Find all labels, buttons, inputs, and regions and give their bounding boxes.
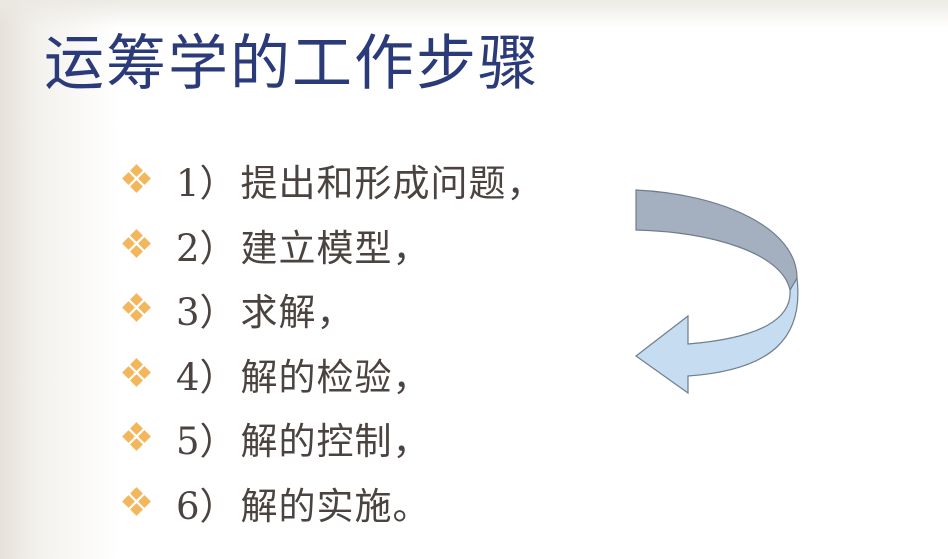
step-number: 1） [176,162,237,206]
step-number: 3） [176,291,237,335]
diamond-bullet-icon [120,486,154,520]
step-text: 解的实施。 [240,484,431,528]
step-text: 解的控制， [240,420,431,464]
step-number: 5） [176,420,237,464]
list-item: 4） 解的检验， [120,342,545,407]
diamond-bullet-icon [120,292,154,326]
step-text: 解的检验， [240,355,431,399]
curved-arrow-icon [634,189,799,395]
step-text: 求解， [240,291,355,335]
step-text: 建立模型， [240,226,431,270]
step-number: 2） [176,226,237,270]
list-item: 2） 建立模型， [120,213,545,278]
step-text: 提出和形成问题， [240,162,545,206]
list-item: 5） 解的控制， [120,406,545,471]
diamond-bullet-icon [120,228,154,262]
slide-title: 运筹学的工作步骤 [44,29,540,99]
diamond-bullet-icon [120,421,154,455]
list-item: 1） 提出和形成问题， [120,148,545,213]
step-number: 4） [176,355,237,399]
steps-list: 1） 提出和形成问题， 2） 建立模型， 3） 求解， 4） 解的检验， 5） … [120,148,545,535]
step-number: 6） [176,484,237,528]
list-item: 3） 求解， [120,277,545,342]
diamond-bullet-icon [120,163,154,197]
list-item: 6） 解的实施。 [120,471,545,536]
diamond-bullet-icon [120,357,154,391]
